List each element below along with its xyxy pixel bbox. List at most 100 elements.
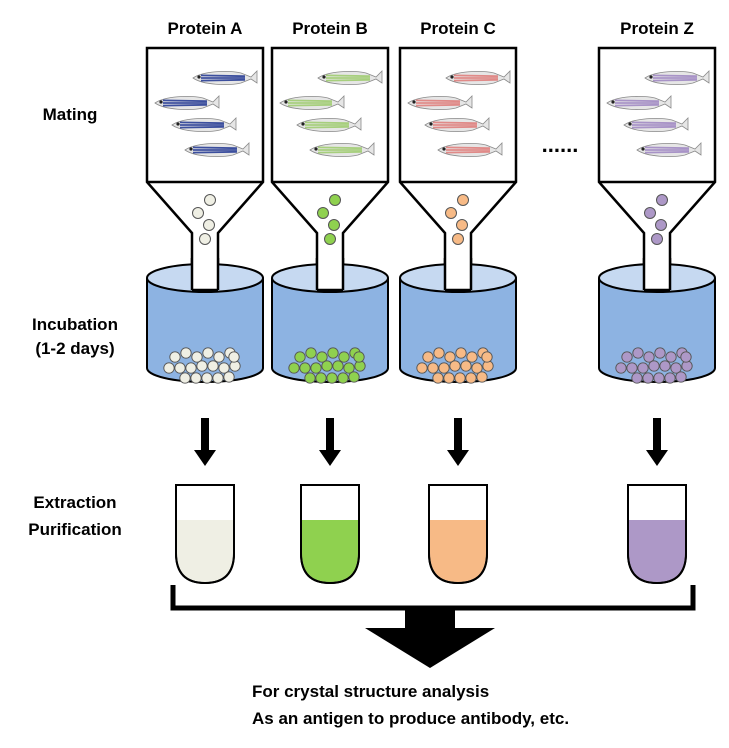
egg-icon	[179, 372, 191, 384]
column-protein-z: Protein Z	[597, 19, 717, 585]
egg-icon	[316, 351, 328, 363]
output-arrow	[365, 608, 495, 668]
egg-icon	[637, 362, 649, 374]
egg-icon	[207, 360, 219, 372]
egg-icon	[626, 362, 638, 374]
egg-icon	[294, 351, 306, 363]
egg-icon	[288, 362, 300, 374]
fish-icon	[644, 70, 710, 85]
column-protein-c: Protein C	[398, 19, 518, 585]
stage-label-extraction: Extraction	[33, 493, 116, 512]
egg-icon	[449, 360, 461, 372]
egg-icon	[454, 372, 466, 384]
egg-icon	[310, 362, 322, 374]
egg-icon	[427, 362, 439, 374]
tube-outline	[627, 484, 687, 585]
tube-outline	[175, 484, 235, 585]
egg-icon	[305, 347, 317, 359]
egg-icon	[190, 372, 202, 384]
egg-icon	[212, 372, 224, 384]
egg-icon	[332, 360, 344, 372]
purified-protein-liquid	[177, 520, 233, 582]
funnel-spout	[193, 258, 217, 289]
egg-icon	[328, 219, 340, 231]
egg-icon	[228, 351, 240, 363]
fish-icon	[309, 142, 375, 157]
egg-icon	[343, 362, 355, 374]
protein-label: Protein A	[168, 19, 243, 38]
protein-columns: Protein A Protein B Protein C Protein Z	[145, 19, 717, 585]
fish-icon	[154, 95, 220, 110]
egg-icon	[654, 347, 666, 359]
fish-icon	[636, 142, 702, 157]
egg-icon	[299, 362, 311, 374]
egg-icon	[471, 362, 483, 374]
fish-icon	[424, 117, 490, 132]
egg-icon	[202, 347, 214, 359]
egg-icon	[643, 351, 655, 363]
egg-icon	[665, 351, 677, 363]
egg-icon	[324, 233, 336, 245]
egg-icon	[338, 351, 350, 363]
funnel-spout	[318, 258, 342, 289]
fish-icon	[192, 70, 258, 85]
egg-icon	[432, 372, 444, 384]
egg-icon	[223, 371, 235, 383]
mating-funnel	[270, 46, 390, 292]
down-arrow-shaft	[201, 418, 209, 452]
egg-icon	[455, 347, 467, 359]
purified-protein-liquid	[629, 520, 685, 582]
fish-icon	[184, 142, 250, 157]
collection-bracket	[170, 585, 696, 611]
egg-icon	[422, 351, 434, 363]
mating-funnel	[398, 46, 518, 292]
down-arrow-head	[447, 450, 469, 466]
egg-icon	[327, 347, 339, 359]
tube-outline	[428, 484, 488, 585]
output-line-1: For crystal structure analysis	[252, 682, 489, 701]
egg-icon	[476, 371, 488, 383]
egg-icon	[174, 362, 186, 374]
fish-icon	[279, 95, 345, 110]
mating-funnel	[597, 46, 717, 292]
egg-icon	[348, 371, 360, 383]
egg-icon	[315, 372, 327, 384]
down-arrow-head	[194, 450, 216, 466]
egg-icon	[317, 207, 329, 219]
egg-icon	[204, 194, 216, 206]
down-arrow-head	[319, 450, 341, 466]
egg-icon	[329, 194, 341, 206]
purified-protein-liquid	[302, 520, 358, 582]
egg-icon	[675, 371, 687, 383]
egg-icon	[353, 351, 365, 363]
egg-icon	[670, 362, 682, 374]
fish-icon	[171, 117, 237, 132]
egg-icon	[452, 233, 464, 245]
fish-icon	[437, 142, 503, 157]
egg-icon	[655, 219, 667, 231]
egg-icon	[466, 351, 478, 363]
egg-icon	[648, 360, 660, 372]
down-arrow-shaft	[454, 418, 462, 452]
egg-icon	[481, 351, 493, 363]
egg-icon	[621, 351, 633, 363]
mating-funnel	[145, 46, 265, 292]
down-arrow-shaft	[653, 418, 661, 452]
egg-icon	[169, 351, 181, 363]
column-protein-b: Protein B	[270, 19, 390, 585]
funnel-spout	[645, 258, 669, 289]
egg-icon	[443, 372, 455, 384]
egg-icon	[651, 233, 663, 245]
stage-label-purification: Purification	[28, 520, 122, 539]
egg-icon	[457, 194, 469, 206]
egg-icon	[416, 362, 428, 374]
tube-outline	[300, 484, 360, 585]
stage-label-mating: Mating	[43, 105, 98, 124]
egg-icon	[680, 351, 692, 363]
egg-icon	[203, 219, 215, 231]
egg-icon	[218, 362, 230, 374]
down-arrow-shaft	[326, 418, 334, 452]
protein-label: Protein C	[420, 19, 496, 38]
fish-icon	[296, 117, 362, 132]
